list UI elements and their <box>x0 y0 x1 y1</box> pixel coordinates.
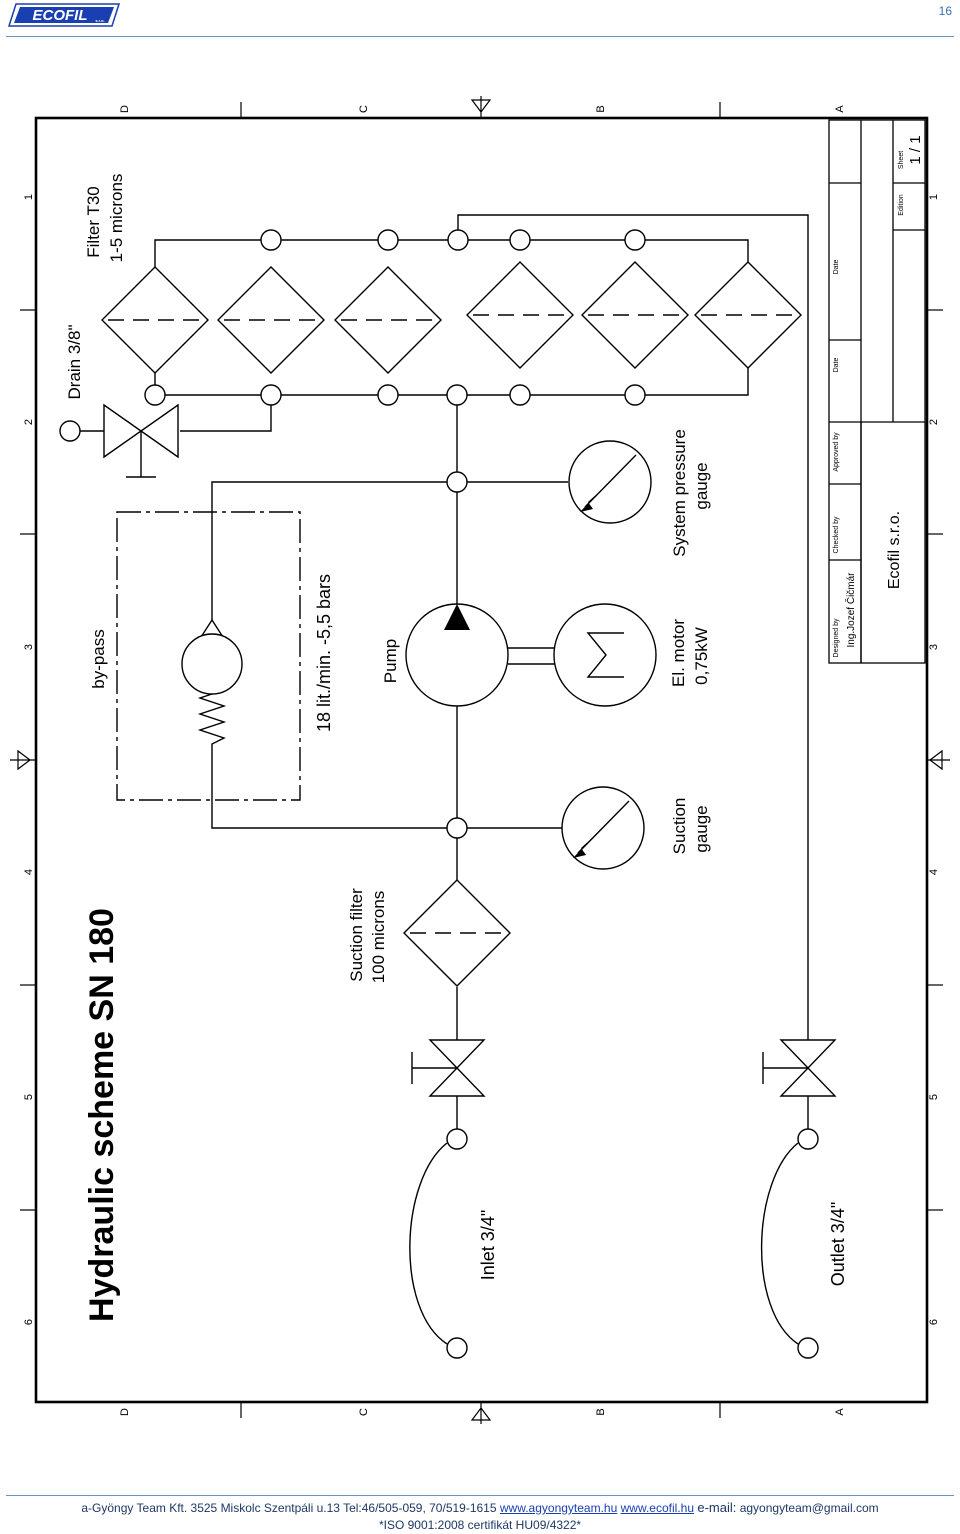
border-column-label: 6 <box>23 1319 35 1325</box>
suction-gauge-label: Suction <box>670 798 689 855</box>
company-address: a-Gyöngy Team Kft. 3525 Miskolc Szentpál… <box>81 1501 497 1515</box>
designer-name: Ing.Jozef Čičmár <box>844 572 857 648</box>
suction-filter-symbol <box>403 879 511 987</box>
border-column-label: 2 <box>928 419 940 425</box>
sheet-label: Sheet <box>898 151 905 169</box>
filter-label: 1-5 microns <box>107 174 126 263</box>
approved-by-label: Approved by <box>833 432 840 472</box>
email-address[interactable]: agyongyteam@gmail.com <box>739 1501 879 1515</box>
motor-label: 0,75kW <box>692 627 711 685</box>
ecofil-logo: ECOFIL s.r.o. <box>8 3 120 27</box>
diagram-title: Hydraulic scheme SN 180 <box>83 908 121 1322</box>
pipe-junctions <box>59 229 819 1359</box>
suction-filter-label: 100 microns <box>369 891 388 984</box>
bypass-box <box>116 511 301 801</box>
designed-by-label: Designed by <box>833 618 840 657</box>
border-column-label: 5 <box>23 1094 35 1100</box>
email-label: e-mail: <box>697 1500 737 1515</box>
suction-filter-label: Suction filter <box>347 888 366 982</box>
svg-text:ECOFIL: ECOFIL <box>33 7 88 24</box>
flow-rating-label: 18 lit./min. -5,5 bars <box>314 574 334 732</box>
system-gauge-label: System pressure <box>670 429 689 557</box>
date-label: Date <box>833 358 840 373</box>
border-row-label: B <box>595 105 607 112</box>
system-pressure-gauge-symbol <box>568 440 652 524</box>
pump-symbol <box>405 603 509 707</box>
date-label: Date <box>833 260 840 275</box>
footer-divider <box>6 1495 954 1496</box>
border-column-label: 6 <box>928 1319 940 1325</box>
footer-contact-line: a-Gyöngy Team Kft. 3525 Miskolc Szentpál… <box>0 1499 960 1517</box>
filter-label: Filter T30 <box>84 186 103 258</box>
footer: a-Gyöngy Team Kft. 3525 Miskolc Szentpál… <box>0 1499 960 1534</box>
edition-label: Edition <box>898 194 905 216</box>
border-row-label: D <box>119 1408 131 1416</box>
border-row-label: C <box>358 1408 370 1416</box>
border-row-label: C <box>358 105 370 113</box>
piping <box>154 214 809 1138</box>
hoses <box>409 1142 799 1345</box>
border-column-label: 3 <box>928 644 940 650</box>
suction-gauge-label: gauge <box>692 805 711 852</box>
checked-by-label: Checked by <box>833 516 840 553</box>
border-column-label: 1 <box>928 194 940 200</box>
system-gauge-label: gauge <box>692 462 711 509</box>
agyongyteam-link[interactable]: www.agyongyteam.hu <box>499 1501 618 1515</box>
ecofil-link[interactable]: www.ecofil.hu <box>620 1501 694 1515</box>
inlet-label: Inlet 3/4" <box>478 1210 498 1280</box>
motor-symbol <box>553 603 657 707</box>
border-column-label: 1 <box>23 194 35 200</box>
outlet-label: Outlet 3/4" <box>828 1202 848 1286</box>
border-row-label: D <box>119 105 131 113</box>
border-column-label: 4 <box>23 869 35 875</box>
border-row-label: A <box>834 105 846 113</box>
sheet-value: 1 / 1 <box>907 135 924 164</box>
inlet-valve-symbol <box>411 1039 485 1097</box>
border-column-label: 4 <box>928 869 940 875</box>
motor-label: El. motor <box>669 619 688 687</box>
border-row-label: A <box>834 1408 846 1416</box>
outlet-valve-symbol <box>762 1039 836 1097</box>
pump-label: Pump <box>381 639 400 683</box>
drain-valve-symbol <box>80 403 179 478</box>
title-block <box>828 119 926 664</box>
iso-certificate: *ISO 9001:2008 certifikát HU09/4322* <box>378 1518 582 1532</box>
border-row-label: B <box>595 1408 607 1415</box>
company-name: Ecofil s.r.o. <box>886 511 903 589</box>
border-column-label: 2 <box>23 419 35 425</box>
drain-label: Drain 3/8" <box>65 324 84 399</box>
bypass-label: by-pass <box>89 629 108 689</box>
border-column-label: 3 <box>23 644 35 650</box>
header-divider <box>6 36 954 37</box>
svg-text:s.r.o.: s.r.o. <box>95 18 104 23</box>
border-column-label: 5 <box>928 1094 940 1100</box>
filter-t30-bank <box>101 261 802 374</box>
page-number: 16 <box>938 4 952 18</box>
bypass-check-valve-symbol <box>181 618 243 750</box>
suction-gauge-symbol <box>561 786 645 870</box>
